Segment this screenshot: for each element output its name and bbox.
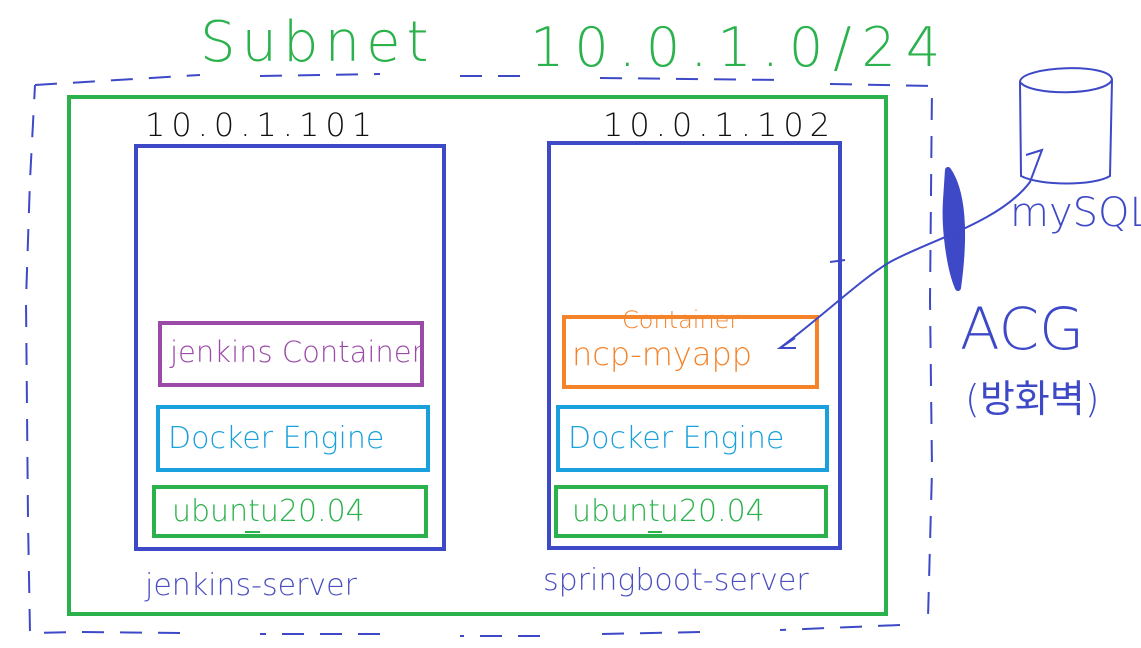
container-title-label: Container bbox=[622, 306, 740, 334]
arrow-head-icon bbox=[776, 337, 796, 349]
subnet-title: Subnet bbox=[200, 10, 435, 75]
jenkins-container-label: jenkins Container bbox=[170, 335, 424, 369]
subnet-cidr: 10.0.1.0/24 bbox=[530, 16, 951, 79]
acg-sublabel: (방화벽) bbox=[965, 377, 1100, 421]
docker-engine-box-1 bbox=[156, 405, 430, 472]
server-name-1: jenkins-server bbox=[145, 568, 357, 603]
server-name-2: springboot-server bbox=[543, 563, 809, 598]
ubuntu-label-2: ubuntu20.04 bbox=[572, 494, 765, 529]
server-ip-2: 10.0.1.102 bbox=[603, 106, 837, 144]
app-container-box bbox=[562, 315, 819, 389]
mysql-label: mySQL bbox=[1010, 190, 1141, 236]
mysql-database-icon bbox=[1019, 67, 1113, 185]
springboot-server-box bbox=[547, 141, 842, 550]
jenkins-server-box bbox=[134, 144, 446, 551]
app-container-label: ncp-myapp bbox=[572, 335, 753, 373]
arrow-tick-mark bbox=[829, 259, 846, 263]
jenkins-container-box bbox=[158, 321, 424, 387]
docker-engine-box-2 bbox=[556, 405, 829, 472]
acg-wall-icon bbox=[942, 167, 966, 291]
server-ip-1: 10.0.1.101 bbox=[145, 106, 379, 144]
docker-engine-label-1: Docker Engine bbox=[168, 421, 385, 456]
docker-engine-label-2: Docker Engine bbox=[568, 421, 785, 456]
outer-dashed-boundary bbox=[24, 73, 934, 637]
db-connection-arrow bbox=[779, 148, 1044, 349]
ubuntu-box-2 bbox=[554, 485, 828, 538]
ubuntu-box-1 bbox=[152, 485, 428, 538]
acg-label: ACG bbox=[960, 295, 1085, 363]
ubuntu-label-1: ubuntu20.04 bbox=[172, 494, 365, 529]
subnet-box bbox=[67, 95, 888, 616]
